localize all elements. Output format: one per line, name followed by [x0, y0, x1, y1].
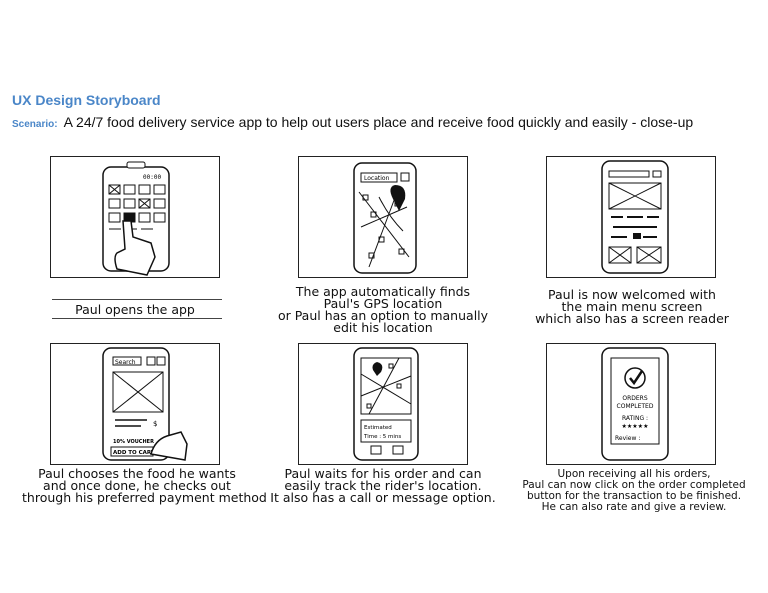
price-text: $: [153, 420, 157, 428]
caption-rule: [52, 318, 222, 319]
add-to-cart-text: ADD TO CART: [113, 450, 155, 456]
completed-label: COMPLETED: [617, 403, 654, 410]
orders-label: ORDERS: [622, 395, 647, 402]
caption-panel-5: Paul waits for his order and can easily …: [268, 468, 498, 504]
scenario-text: A 24/7 food delivery service app to help…: [64, 114, 694, 130]
storyboard-panel-4: Search $ 10% VOUCHER ADD TO CART: [50, 343, 220, 465]
caption-panel-2: The app automatically finds Paul's GPS l…: [268, 286, 498, 334]
call-icon: [371, 446, 381, 454]
message-icon: [393, 446, 403, 454]
speaker-icon: [633, 233, 641, 239]
rating-label: RATING :: [622, 415, 648, 422]
eta-value: Time : 5 mins: [363, 434, 401, 440]
scenario-line: Scenario: A 24/7 food delivery service ap…: [12, 114, 693, 130]
phone-sketch-product: Search $ 10% VOUCHER ADD TO CART: [51, 344, 221, 466]
scenario-label: Scenario:: [12, 119, 58, 130]
phone-sketch-tracking: Estimated Time : 5 mins: [299, 344, 469, 466]
phone-sketch-menu: [547, 157, 717, 279]
storyboard-panel-5: Estimated Time : 5 mins: [298, 343, 468, 465]
storyboard-panel-1: 00:00: [50, 156, 220, 278]
caption-panel-1: Paul opens the app: [40, 304, 230, 316]
caption-panel-4: Paul chooses the food he wants and once …: [22, 468, 252, 504]
storyboard-panel-6: ORDERS COMPLETED RATING : ★★★★★ Review :: [546, 343, 716, 465]
storyboard-title: UX Design Storyboard: [12, 92, 161, 108]
eta-label: Estimated: [364, 425, 392, 431]
storyboard-panel-3: [546, 156, 716, 278]
storyboard-panel-2: Location: [298, 156, 468, 278]
caption-panel-3: Paul is now welcomed with the main menu …: [522, 289, 742, 325]
review-label: Review :: [615, 435, 640, 442]
phone-sketch-home: 00:00: [51, 157, 221, 279]
clock-text: 00:00: [143, 174, 161, 181]
search-field: Search: [115, 359, 136, 366]
phone-sketch-completed: ORDERS COMPLETED RATING : ★★★★★ Review :: [547, 344, 717, 466]
rating-stars: ★★★★★: [622, 423, 649, 430]
phone-sketch-map: Location: [299, 157, 469, 279]
location-field: Location: [364, 175, 390, 182]
voucher-text: 10% VOUCHER: [113, 439, 154, 445]
caption-panel-6: Upon receiving all his orders, Paul can …: [518, 469, 750, 513]
caption-rule: [52, 299, 222, 300]
